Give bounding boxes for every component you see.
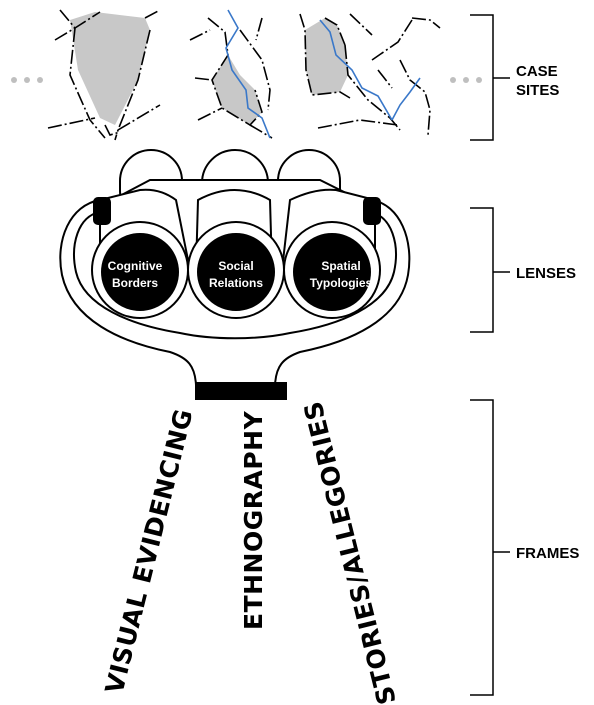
lens-2-line-1: Social (218, 259, 253, 273)
frame-stories-allegories: STORIES/ALLEGORIES (298, 398, 402, 705)
case-site-map-3 (299, 13, 441, 136)
lens-3-line-1: Spatial (321, 259, 360, 273)
binoculars-icon (59, 149, 411, 400)
lens-cognitive-borders (101, 233, 179, 311)
strap-base (195, 382, 287, 400)
lens-3-line-2: Typologies (310, 276, 373, 290)
lens-labels: Cognitive Borders Social Relations Spati… (108, 259, 373, 290)
label-lenses: LENSES (516, 265, 576, 282)
lens-1-line-1: Cognitive (108, 259, 163, 273)
frames-legs: VISUAL EVIDENCING ETHNOGRAPHY STORIES/AL… (100, 398, 402, 705)
frame-ethnography: ETHNOGRAPHY (239, 410, 268, 630)
label-frames: FRAMES (516, 545, 579, 562)
case-site-map-2 (189, 9, 273, 139)
case-site-map-1 (47, 9, 161, 141)
bracket-case-sites (470, 14, 510, 141)
ellipsis-left-icon (11, 77, 43, 83)
lens-social-relations (197, 233, 275, 311)
label-case: CASE (516, 63, 558, 80)
ellipsis-right-icon (450, 77, 482, 83)
lens-2-line-2: Relations (209, 276, 263, 290)
bracket-frames (470, 399, 510, 696)
strap (59, 198, 411, 386)
frame-visual-evidencing: VISUAL EVIDENCING (100, 406, 199, 697)
case-sites-row (11, 9, 482, 141)
label-sites: SITES (516, 82, 559, 99)
lens-1-line-2: Borders (112, 276, 158, 290)
bracket-lenses (470, 207, 510, 333)
lens-spatial-typologies (293, 233, 371, 311)
